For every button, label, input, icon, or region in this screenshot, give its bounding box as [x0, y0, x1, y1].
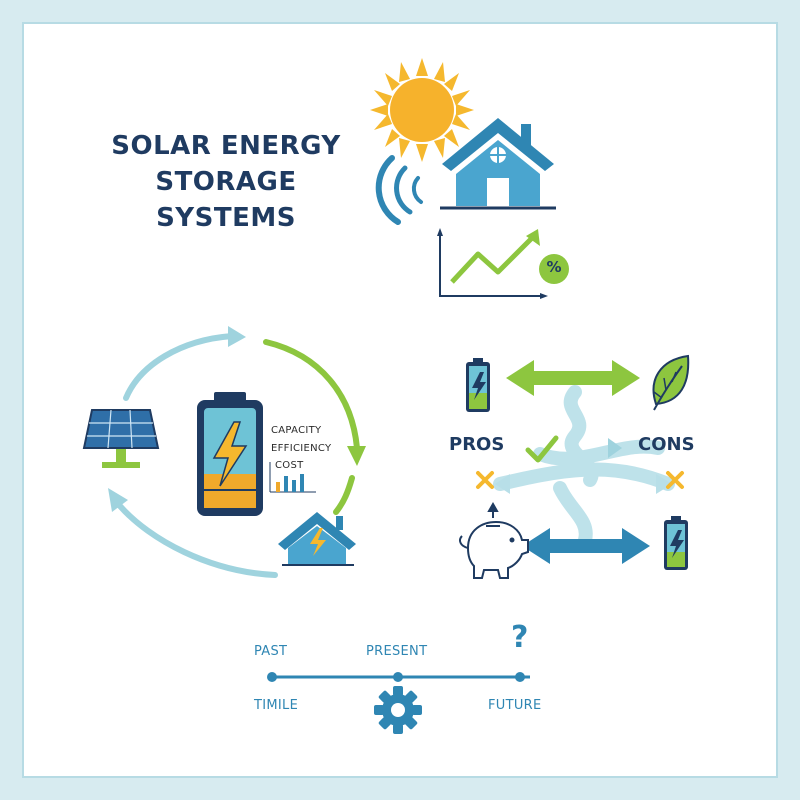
page-title: SOLAR ENERGY STORAGE SYSTEMS — [96, 128, 356, 236]
metric-cost: COST — [275, 460, 304, 471]
check-icon — [525, 435, 559, 463]
house-icon — [440, 118, 556, 210]
leaf-icon — [652, 354, 690, 411]
title-line-1: SOLAR ENERGY — [111, 131, 341, 161]
cross-icon-left — [476, 471, 494, 489]
metric-capacity: CAPACITY — [271, 425, 322, 436]
title-line-3: SYSTEMS — [156, 203, 296, 233]
piggy-bank-icon — [459, 501, 529, 579]
battery-small-icon — [466, 358, 490, 412]
timeline-present: PRESENT — [366, 644, 428, 659]
timeline-past: PAST — [254, 644, 288, 659]
timeline — [267, 672, 530, 682]
battery-small-icon-right — [664, 516, 688, 570]
pros-label: PROS — [449, 434, 505, 455]
metrics-bar-chart — [269, 462, 316, 493]
growth-chart-icon — [437, 228, 569, 299]
pros-cons-diagram — [459, 354, 690, 579]
home-power-icon — [278, 512, 356, 566]
sun-icon — [370, 58, 474, 162]
timeline-label: TIMILE — [254, 698, 299, 713]
timeline-question: ? — [511, 620, 529, 655]
title-line-2: STORAGE — [155, 167, 297, 197]
gear-icon — [374, 686, 422, 734]
solar-panel-icon — [82, 409, 160, 468]
cons-label: CONS — [638, 434, 695, 455]
timeline-future: FUTURE — [488, 698, 542, 713]
cycle-arrows — [108, 326, 366, 578]
percent-badge-label: % — [546, 258, 562, 276]
signal-waves-icon — [375, 155, 423, 225]
cross-icon-right — [666, 471, 684, 489]
battery-icon — [197, 392, 263, 516]
metric-efficiency: EFFICIENCY — [271, 443, 332, 454]
